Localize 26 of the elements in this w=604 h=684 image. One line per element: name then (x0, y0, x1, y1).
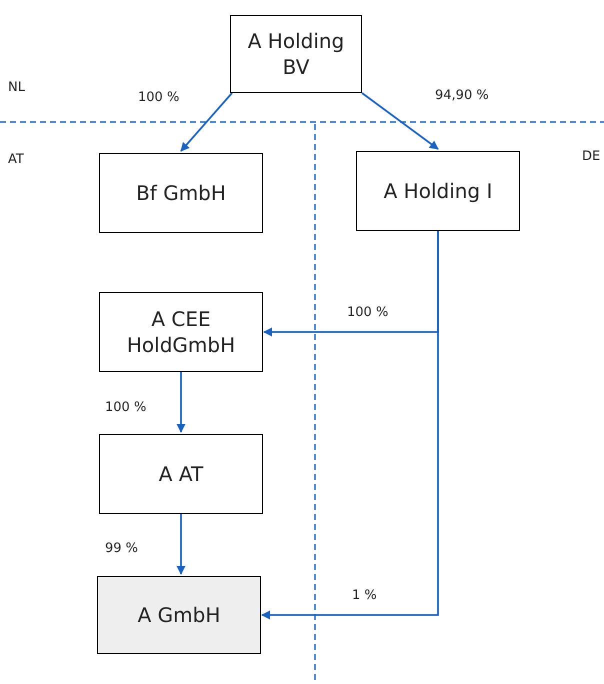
entity-name: Bf GmbH (136, 180, 226, 206)
arrow (176, 514, 186, 575)
arrow (361, 92, 439, 150)
edge-label: 99 % (105, 540, 138, 558)
entity-name: A GmbH (138, 602, 220, 628)
edge-label: 100 % (138, 89, 180, 107)
country-label: NL (8, 79, 25, 97)
entity-name: A AT (158, 461, 204, 487)
entity-name: A CEE HoldGmbH (126, 306, 236, 358)
entity-box (356, 151, 520, 231)
edge-label: 94,90 % (435, 87, 489, 105)
entity-box (99, 292, 263, 372)
edge-label: 1 % (352, 587, 377, 605)
entity-name: A Holding BV (246, 28, 346, 80)
arrow (176, 372, 186, 433)
entity-box (97, 576, 261, 654)
arrow (180, 92, 233, 152)
edge-label: 100 % (347, 304, 388, 322)
entity-box (99, 434, 263, 514)
arrow (261, 231, 439, 620)
entity-box (230, 15, 362, 93)
country-label: DE (582, 148, 600, 166)
country-label: AT (8, 151, 24, 169)
entity-name: A Holding I (384, 178, 492, 204)
entity-box (99, 153, 263, 233)
edge-label: 100 % (105, 399, 146, 417)
